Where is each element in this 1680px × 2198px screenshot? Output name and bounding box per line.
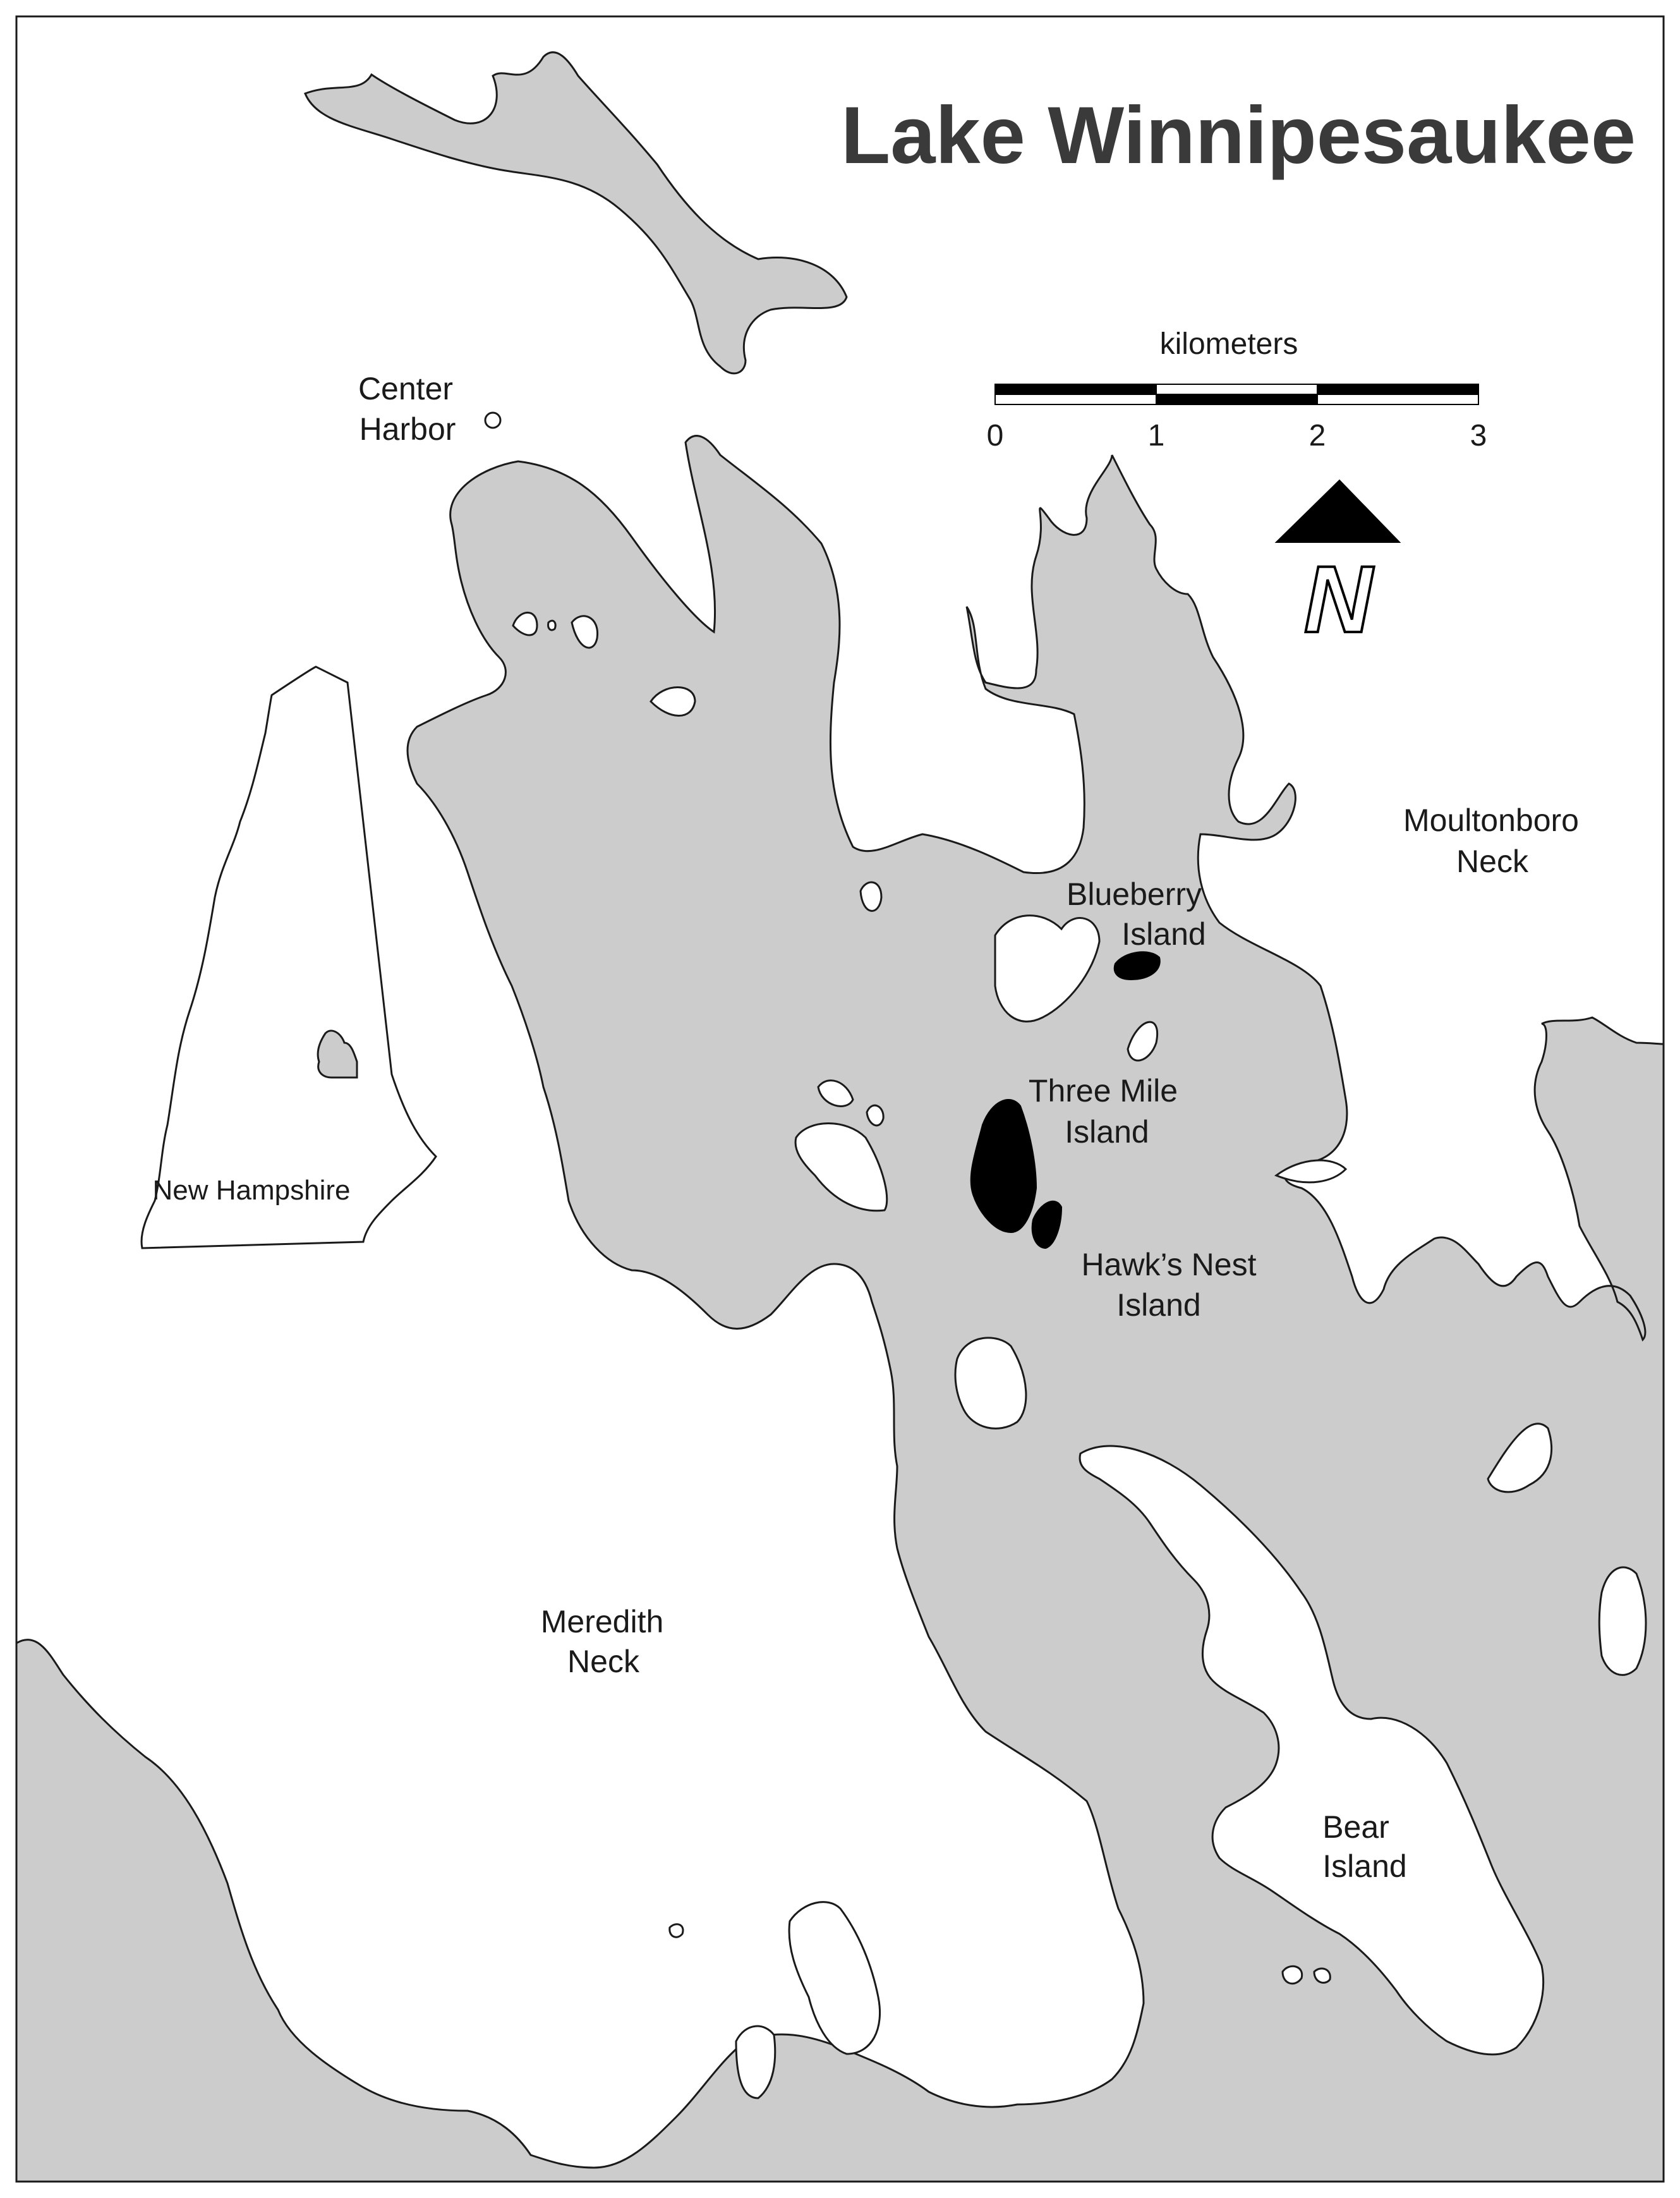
scale-segment-bottom-2 <box>1156 394 1318 405</box>
island-medium-3 <box>1487 1423 1552 1493</box>
island-small-7 <box>817 1079 854 1107</box>
scale-tick-1: 1 <box>1148 419 1165 452</box>
island-medium-1 <box>794 1122 888 1212</box>
three-mile-island-label-line2: Island <box>1065 1114 1149 1150</box>
north-arrow: N <box>1274 479 1401 653</box>
place-labels: Center Harbor Moultonboro Neck Blueberry… <box>358 371 1579 1884</box>
moultonboro-neck-label-line2: Neck <box>1456 844 1529 879</box>
highlighted-islands <box>970 951 1161 1249</box>
scale-segment-top-1 <box>994 384 1157 395</box>
scale-segment-top-2 <box>1156 384 1318 395</box>
inset-label: New Hampshire <box>153 1175 351 1206</box>
island-small-3 <box>571 615 598 649</box>
three-mile-island-shape <box>970 1099 1037 1234</box>
hawks-nest-island-label-line2: Island <box>1116 1287 1200 1323</box>
scale-segment-bottom-1 <box>994 394 1157 405</box>
scale-segment-bottom-3 <box>1317 394 1479 405</box>
scale-tick-3: 3 <box>1470 419 1487 452</box>
north-arrow-icon <box>1274 479 1401 543</box>
island-small-9 <box>1274 1159 1348 1184</box>
island-medium-4 <box>1598 1566 1647 1676</box>
north-label: N <box>1304 546 1374 652</box>
hawks-nest-island-label-line1: Hawk’s Nest <box>1082 1247 1257 1282</box>
island-small-12 <box>1313 1967 1331 1984</box>
new-hampshire-inset: New Hampshire <box>140 665 437 1249</box>
island-small-4 <box>650 686 696 717</box>
map-title: Lake Winnipesaukee <box>841 90 1636 181</box>
scale-segment-top-3 <box>1317 384 1479 395</box>
scale-bar-unit-label: kilometers <box>1160 327 1298 361</box>
islands <box>512 611 1647 2099</box>
scale-tick-0: 0 <box>987 419 1004 452</box>
island-small-11 <box>1281 1965 1303 1985</box>
island-small-5 <box>859 881 883 912</box>
island-large-blueberry-area <box>994 914 1101 1023</box>
three-mile-island-label-line1: Three Mile <box>1029 1073 1178 1108</box>
island-small-2 <box>547 619 557 631</box>
island-small-1 <box>512 611 538 636</box>
hawks-nest-island-shape <box>1031 1200 1063 1249</box>
island-medium-2 <box>954 1337 1027 1430</box>
island-medium-5 <box>735 2025 777 2099</box>
new-hampshire-outline <box>140 665 437 1249</box>
center-harbor-label-line2: Harbor <box>360 411 456 447</box>
island-small-8 <box>866 1104 885 1127</box>
blueberry-island-shape <box>1113 951 1161 981</box>
island-small-6 <box>1127 1021 1158 1062</box>
bear-island-shape <box>1079 1445 1545 2056</box>
island-medium-6 <box>788 1901 881 2055</box>
meredith-neck-label-line2: Neck <box>567 1644 640 1679</box>
blueberry-island-label-line1: Blueberry <box>1067 877 1202 912</box>
bear-island-label-line2: Island <box>1322 1849 1406 1884</box>
bear-island-label-line1: Bear <box>1322 1809 1389 1845</box>
island-small-10 <box>668 1923 684 1938</box>
blueberry-island-label-line2: Island <box>1121 916 1206 952</box>
center-harbor-label-line1: Center <box>358 371 453 406</box>
main-lake-body <box>15 435 1665 2183</box>
scale-bar: kilometers 0 1 2 3 <box>987 327 1487 452</box>
meredith-neck-label-line1: Meredith <box>541 1604 664 1639</box>
moultonboro-neck-label-line1: Moultonboro <box>1403 803 1579 838</box>
scale-tick-2: 2 <box>1309 419 1326 452</box>
northern-lake-arm <box>304 51 848 375</box>
center-harbor-marker <box>484 411 502 429</box>
lake-location-in-inset <box>317 1029 358 1079</box>
